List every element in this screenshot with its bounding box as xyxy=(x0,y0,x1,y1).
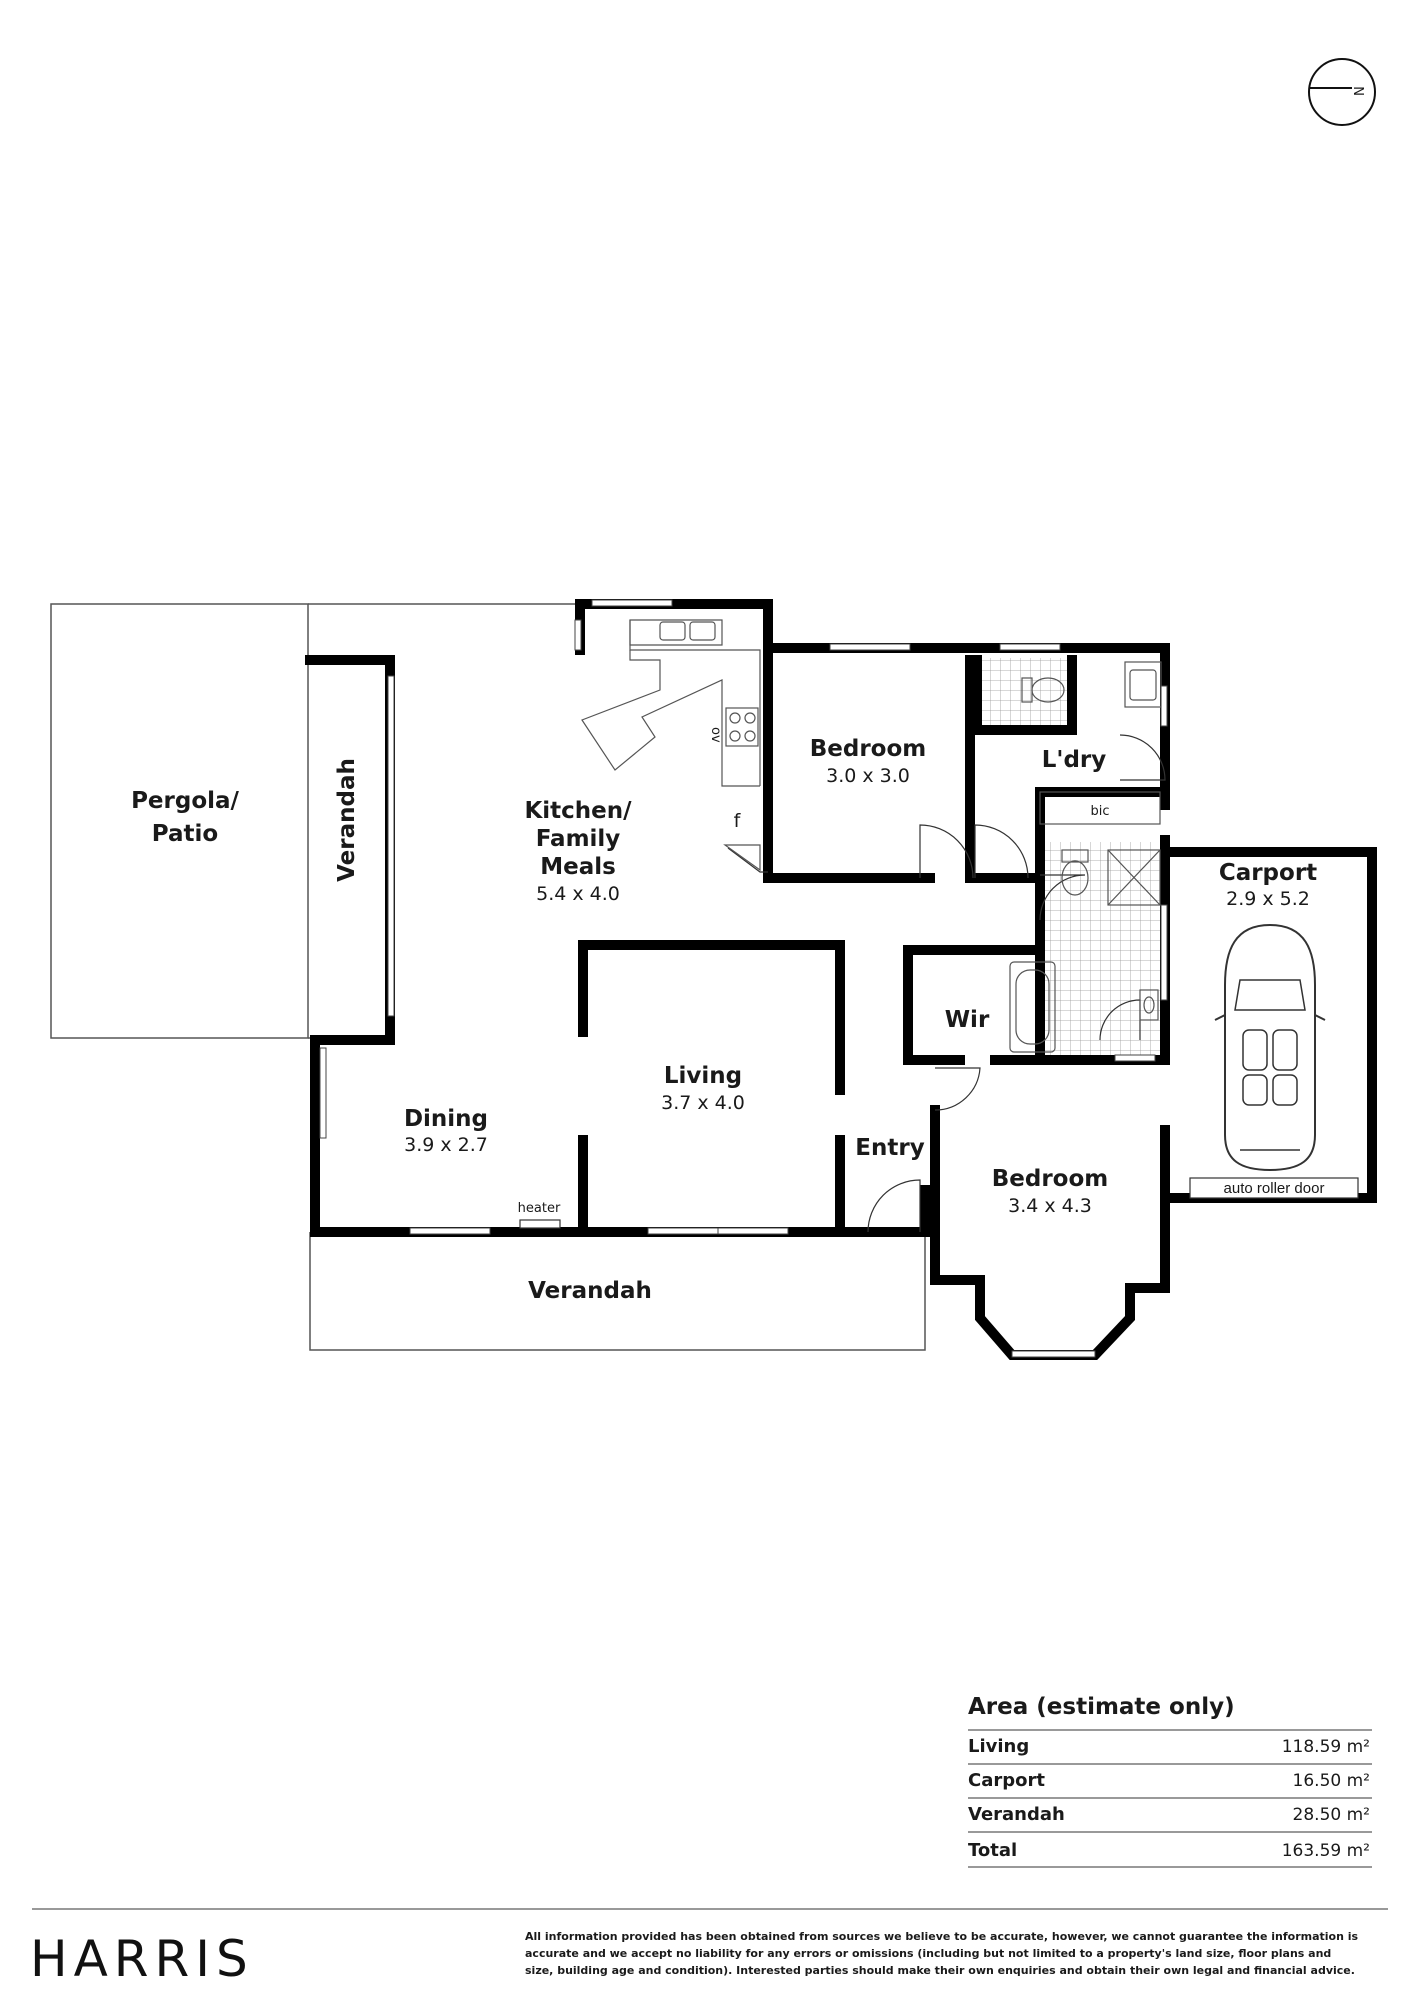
area-table: Area (estimate only) Living 118.59 m² Ca… xyxy=(968,1694,1372,1868)
side-verandah-label: Verandah xyxy=(334,758,360,882)
bedroom2-dims: 3.4 x 4.3 xyxy=(1008,1195,1092,1217)
wir-label: Wir xyxy=(945,1007,990,1033)
toilet-tiles xyxy=(977,658,1072,730)
north-arrow-icon: N xyxy=(1308,58,1376,126)
area-row-living-value: 118.59 m² xyxy=(1282,1737,1370,1757)
family-label: Family xyxy=(536,826,621,852)
area-row-total-label: Total xyxy=(968,1840,1017,1861)
bedroom1-label: Bedroom xyxy=(810,736,927,762)
patio-label: Patio xyxy=(152,821,218,847)
carport-label: Carport xyxy=(1219,860,1317,886)
laundry-label: L'dry xyxy=(1042,747,1107,773)
dining-label: Dining xyxy=(404,1106,488,1132)
disclaimer-line-2: accurate and we accept no liability for … xyxy=(525,1947,1331,1960)
area-row-verandah-label: Verandah xyxy=(968,1804,1065,1825)
area-row-living-label: Living xyxy=(968,1736,1029,1757)
roller-door xyxy=(1189,1177,1359,1199)
bic-label: bic xyxy=(1090,804,1109,819)
bedroom1-dims: 3.0 x 3.0 xyxy=(826,765,910,787)
heater-unit xyxy=(519,1219,561,1229)
bedroom2-label: Bedroom xyxy=(992,1166,1109,1192)
bathroom-fixtures xyxy=(1009,661,1162,1053)
bathroom-tiles xyxy=(1040,842,1162,1058)
brand-logo: HARRIS xyxy=(30,1930,254,1988)
heater-label: heater xyxy=(518,1201,561,1216)
kitchen-label: Kitchen/ xyxy=(524,798,632,824)
pergola-area xyxy=(50,603,309,1039)
area-row-carport-label: Carport xyxy=(968,1770,1045,1791)
windows xyxy=(319,599,1168,1358)
entry-label: Entry xyxy=(855,1135,924,1161)
front-verandah-label: Verandah xyxy=(528,1278,652,1304)
living-label: Living xyxy=(664,1063,742,1089)
fridge-label: f xyxy=(734,810,742,832)
roller-door-label: auto roller door xyxy=(1224,1180,1325,1197)
compass-label: N xyxy=(1353,86,1368,96)
area-row-total-value: 163.59 m² xyxy=(1282,1841,1370,1861)
kitchen-fixtures xyxy=(581,619,761,872)
disclaimer-line-3: size, building age and condition). Inter… xyxy=(525,1964,1355,1977)
living-dims: 3.7 x 4.0 xyxy=(661,1092,745,1114)
carport-dims: 2.9 x 5.2 xyxy=(1226,888,1310,910)
area-title: Area (estimate only) xyxy=(968,1694,1235,1720)
meals-label: Meals xyxy=(540,854,616,880)
front-verandah-area xyxy=(309,1232,926,1351)
kitchen-dims: 5.4 x 4.0 xyxy=(536,883,620,905)
dining-dims: 3.9 x 2.7 xyxy=(404,1134,488,1156)
walls xyxy=(305,599,1377,1360)
car-icon xyxy=(1214,923,1326,1172)
doors xyxy=(727,734,1166,1233)
area-row-carport-value: 16.50 m² xyxy=(1293,1771,1370,1791)
disclaimer-line-1: All information provided has been obtain… xyxy=(525,1930,1359,1943)
oven-label: ov xyxy=(708,727,723,743)
area-row-verandah-value: 28.50 m² xyxy=(1293,1805,1370,1825)
pergola-label: Pergola/ xyxy=(131,788,239,814)
